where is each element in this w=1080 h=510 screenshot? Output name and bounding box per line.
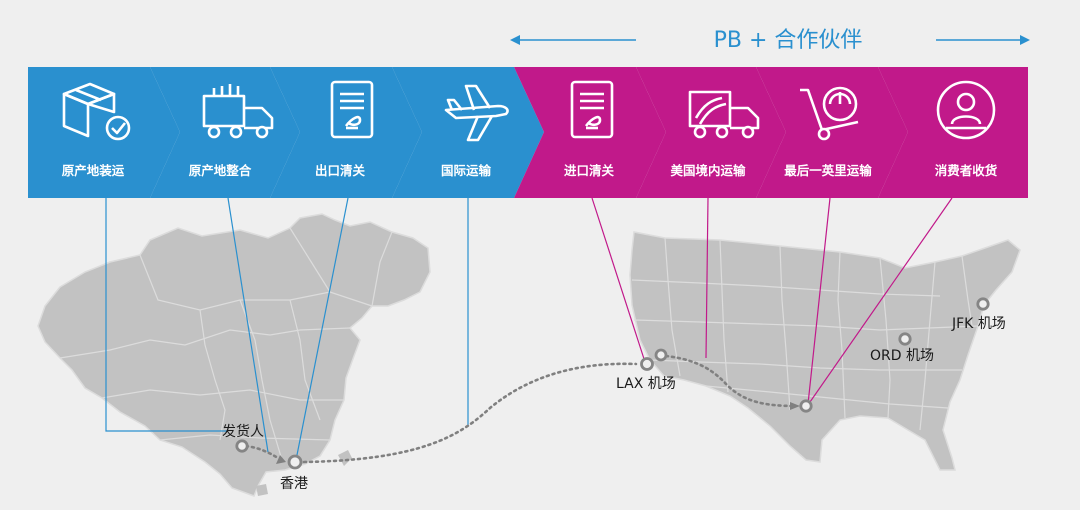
china-map: [37, 213, 431, 497]
route-hk-lax: [302, 362, 638, 464]
partner-header: PB + 合作伙伴: [510, 28, 1030, 53]
step-consumer-receipt: 消费者收货: [878, 67, 1028, 198]
step-label-1: 原产地装运: [62, 163, 125, 178]
airplane-icon: [444, 84, 509, 142]
usa-map: [629, 231, 1021, 471]
package-check-icon: [62, 82, 131, 141]
truck-icon: [202, 84, 274, 139]
step-label-2: 原产地整合: [189, 163, 252, 178]
shipping-routes: [244, 354, 798, 464]
connector-origin-shipping: [105, 198, 228, 432]
step-label-8: 消费者收货: [935, 163, 998, 178]
route-arrow-final: [790, 402, 800, 410]
marker-jfk: [976, 297, 990, 311]
label-shipper: 发货人: [222, 423, 264, 440]
truck-icon: [688, 90, 760, 139]
step-label-7: 最后一英里运输: [784, 163, 872, 178]
hand-truck-icon: [800, 86, 859, 141]
step-import-clearance: 进口清关: [514, 67, 666, 198]
step-last-mile: 最后一英里运输: [756, 67, 908, 198]
step-label-3: 出口清关: [315, 163, 366, 178]
step-label-5: 进口清关: [564, 163, 615, 178]
step-label-4: 国际运输: [441, 163, 492, 178]
document-icon: [330, 80, 374, 139]
connector-us-transport: [705, 197, 709, 359]
step-origin-shipping: 原产地装运: [28, 67, 180, 198]
process-band: 原产地装运 原产地整合: [28, 67, 1028, 198]
marker-lax-2: [654, 348, 668, 362]
label-lax: LAX 机场: [616, 376, 676, 392]
marker-destination: [799, 399, 813, 413]
connector-import-clearance: [591, 197, 646, 363]
document-icon: [570, 80, 614, 139]
partner-label: PB + 合作伙伴: [714, 28, 863, 53]
route-lax-chicago: [664, 354, 798, 408]
step-origin-consolidation: 原产地整合: [150, 67, 300, 198]
step-label-6: 美国境内运输: [670, 163, 746, 178]
location-markers: [235, 297, 990, 470]
connector-last-mile: [807, 197, 831, 405]
label-ord: ORD 机场: [870, 348, 934, 364]
connector-consumer: [809, 197, 953, 403]
step-us-transport: 美国境内运输: [636, 67, 786, 198]
connector-origin-consolidation: [227, 197, 269, 453]
connector-lines: [105, 197, 953, 461]
label-hongkong: 香港: [280, 476, 308, 492]
marker-hongkong: [287, 454, 303, 470]
marker-shipper: [235, 439, 249, 453]
route-shipper-hk: [244, 444, 280, 460]
step-international: 国际运输: [392, 67, 544, 198]
consumer-icon: [936, 80, 996, 140]
connector-export-clearance: [295, 197, 349, 461]
step-export-clearance: 出口清关: [270, 67, 422, 198]
marker-lax-1: [640, 357, 654, 371]
marker-ord: [898, 332, 912, 346]
label-jfk: JFK 机场: [951, 316, 1006, 332]
route-arrow-hk: [276, 455, 286, 464]
